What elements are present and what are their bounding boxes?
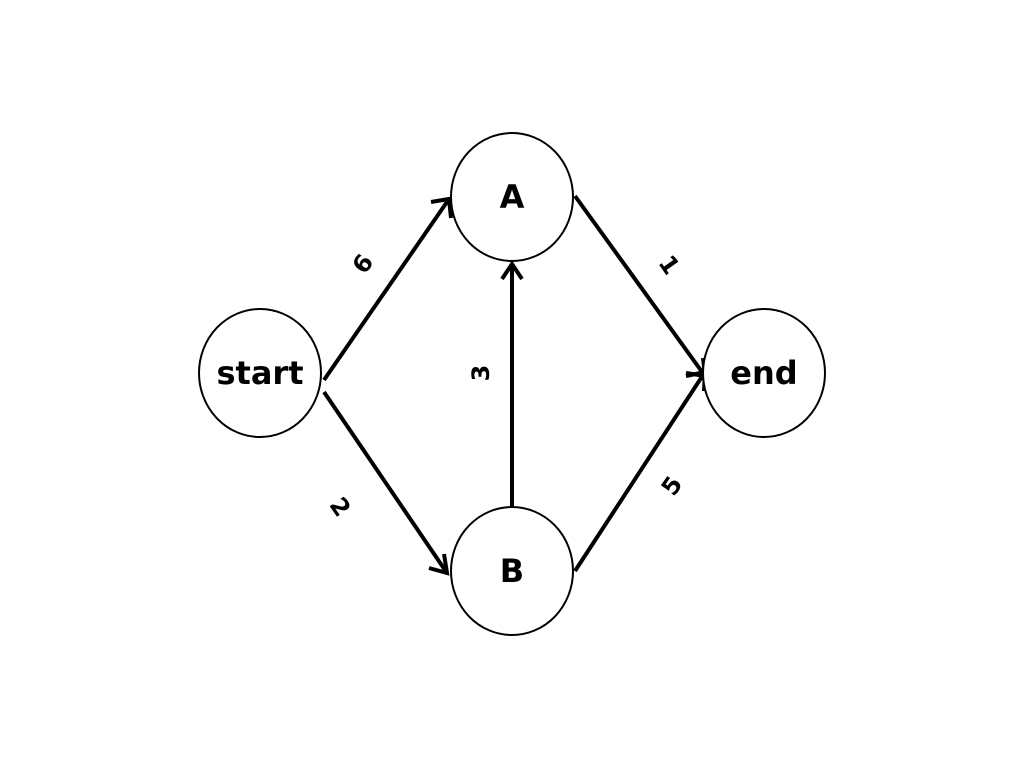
node-circle [450,132,574,262]
edge-b-to-end: 5 [573,369,708,573]
node-b: B [450,506,574,636]
edge-weight-label: 6 [347,249,380,279]
node-end: end [702,308,826,438]
edge-weight-label: 2 [324,492,357,522]
edge-a-to-end: 1 [573,194,708,379]
node-label: end [730,354,797,392]
arrowhead-icon [430,196,453,219]
arrowhead-icon [500,260,524,281]
edge-weight-label: 3 [467,365,495,382]
node-circle [702,308,826,438]
edge-weight-label: 1 [653,250,686,280]
edge-weight-label: 5 [656,471,689,501]
edge-start-to-b: 2 [322,390,450,576]
node-circle [198,308,322,438]
node-label: A [500,178,525,216]
edge-start-to-a: 6 [322,196,453,382]
node-start: start [198,308,322,438]
edge-line [322,390,449,575]
edge-line [573,370,707,573]
node-a: A [450,132,574,262]
node-circle [450,506,574,636]
edge-line [573,194,707,378]
node-label: start [216,354,303,392]
edge-b-to-a: 3 [467,260,524,506]
node-label: B [500,552,524,590]
arrowhead-icon [428,553,450,576]
edge-line [322,197,451,382]
